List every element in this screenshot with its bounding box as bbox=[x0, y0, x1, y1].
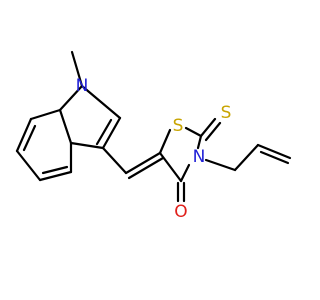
bond-n3-ch2 bbox=[204, 158, 237, 172]
bond-c5-s1 bbox=[158, 128, 172, 155]
bond-c3a-c7a bbox=[58, 108, 73, 145]
bond-ch2-ch bbox=[233, 143, 260, 172]
bond-c7-c6 bbox=[15, 117, 33, 153]
bond-c6-c5 bbox=[15, 149, 42, 182]
bond-s1-c2 bbox=[184, 126, 203, 138]
bond-n3-c4 bbox=[179, 163, 191, 183]
bond-c5-c4-inner bbox=[41, 165, 69, 175]
atom-label-n-indole: N bbox=[76, 76, 89, 96]
indole-group bbox=[15, 50, 122, 182]
atom-label-s-ring: S bbox=[173, 116, 184, 136]
bond-ch-ch2-double-b bbox=[259, 150, 290, 165]
bond-c3-ch bbox=[101, 146, 128, 175]
bond-n-c2 bbox=[80, 84, 122, 120]
bond-c4-c5 bbox=[158, 151, 183, 183]
atom-label-s-thione: S bbox=[221, 103, 232, 123]
bond-ch-ch2-double-a bbox=[256, 143, 292, 160]
bond-ch-c5-double-b bbox=[127, 156, 165, 180]
bond-methyl-n bbox=[70, 50, 84, 88]
thiazolidinone-ring bbox=[158, 126, 203, 183]
bond-c7-c6-inner bbox=[22, 124, 37, 152]
bond-c3-c3a bbox=[69, 141, 105, 150]
atom-label-o-carbonyl: O bbox=[174, 202, 187, 222]
bond-c2-s-thione-b bbox=[204, 121, 222, 142]
bond-c2-n3 bbox=[196, 134, 203, 150]
bond-ch-c5-double-a bbox=[124, 151, 162, 175]
bond-c2-c3-inner bbox=[95, 118, 113, 146]
bond-n-c7a bbox=[58, 84, 84, 112]
bond-c5-c4 bbox=[38, 170, 73, 182]
chemical-structure-diagram: N S S N O bbox=[15, 50, 292, 222]
bond-c2-s-thione-a bbox=[199, 117, 217, 138]
allyl-chain bbox=[204, 143, 292, 172]
bond-c2-c3 bbox=[101, 116, 122, 150]
bond-c7a-c7 bbox=[29, 108, 62, 121]
atom-label-n-ring: N bbox=[193, 147, 206, 167]
